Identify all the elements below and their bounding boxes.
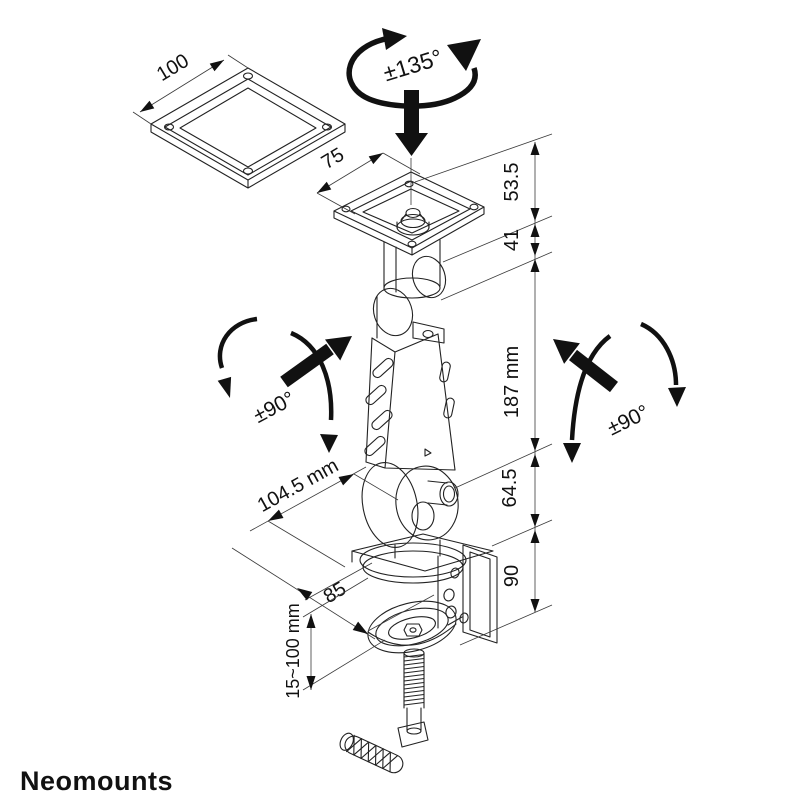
dim-label-hinge-height: 41 (501, 229, 523, 251)
lower-pivot (361, 462, 459, 559)
dim-clamp-range: 15~100 mm (283, 577, 386, 699)
tilt-label-left: ±90° (250, 387, 299, 428)
dim-label-clamp-range: 15~100 mm (283, 603, 303, 699)
rotation-arrowhead-left (382, 28, 407, 50)
tilt-joint (372, 239, 447, 344)
dim-label-vesa-height: 75 (318, 144, 348, 174)
down-arrow (395, 90, 428, 156)
tilt-annotation-right: ±90° (553, 321, 686, 463)
dim-arm-reach: 104.5 mm (249, 455, 399, 568)
clamp-base (351, 533, 498, 644)
dim-label-vesa-width: 100 (153, 50, 193, 86)
clamp-screw (397, 648, 429, 748)
dim-label-arm-reach: 104.5 mm (254, 455, 342, 517)
dim-label-arm-length: 187 mm (501, 346, 523, 418)
rotation-annotation-top: ±135° (346, 28, 481, 205)
dim-label-clamp-width: 85 (320, 578, 350, 608)
dimensions: 100 75 (132, 50, 553, 699)
dim-clamp-width: 85 (231, 547, 435, 640)
tilt-annotation-left: ±90° (217, 316, 352, 453)
product-line-art (150, 67, 498, 774)
rotation-arrowhead-right (447, 39, 481, 71)
vesa-adapter-plate (150, 67, 346, 189)
dim-label-lower-height: 64.5 (499, 469, 521, 508)
arm (364, 333, 456, 471)
dim-label-head-height: 53.5 (501, 163, 523, 202)
head-plate (333, 171, 485, 256)
clamp-pad (367, 600, 457, 654)
clamp-handle (339, 732, 404, 774)
center-bolt (396, 207, 430, 236)
brand-logo: Neomounts (20, 766, 173, 796)
motion-annotations: ±135° ±90° ±90° (217, 28, 686, 463)
dim-vesa-height: 75 (316, 144, 421, 215)
tilt-label-right: ±90° (604, 401, 653, 441)
dim-label-base-height: 90 (501, 565, 523, 587)
rotation-label-135: ±135° (380, 44, 445, 86)
dim-chain-right: 53.5 41 187 mm 64.5 90 (414, 133, 553, 646)
